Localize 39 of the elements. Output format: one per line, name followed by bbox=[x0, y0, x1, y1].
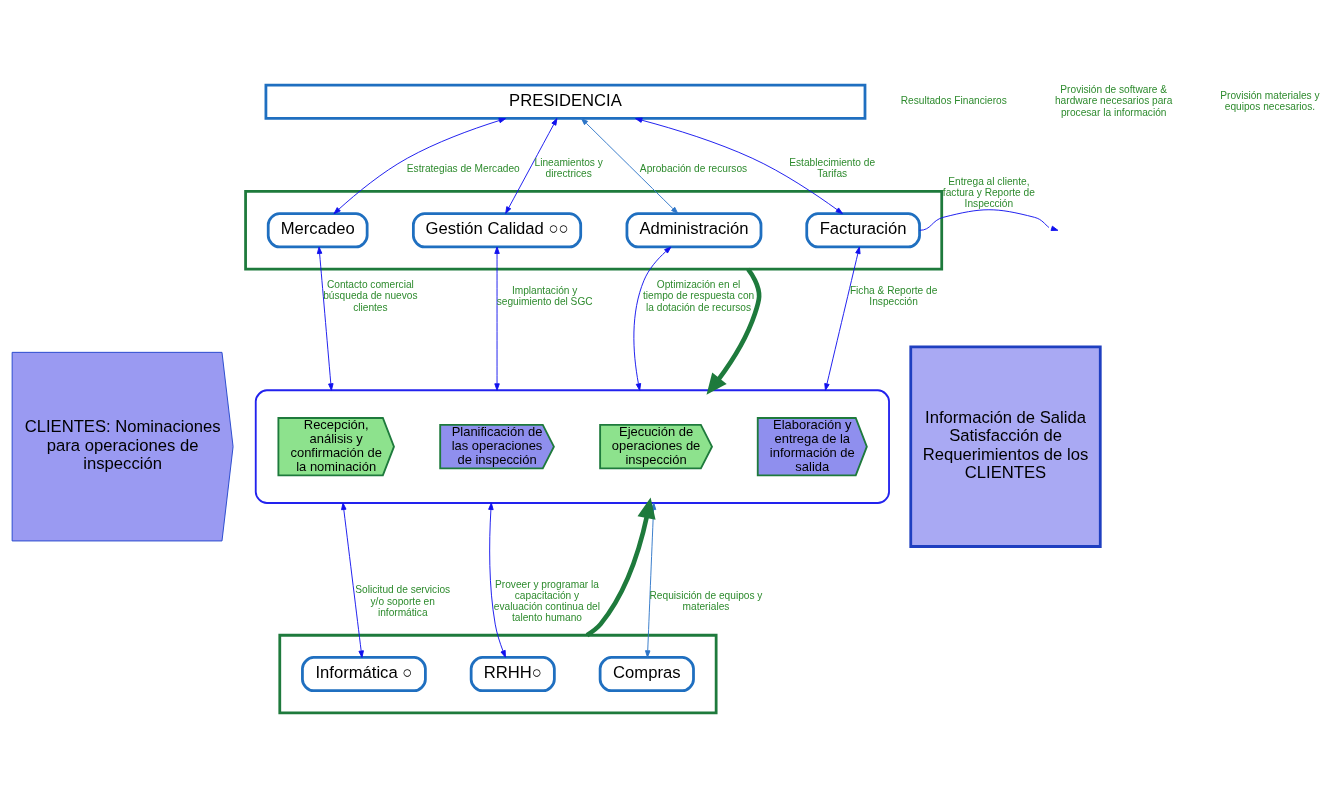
node-box: Gestión Calidad ○○ bbox=[412, 212, 583, 249]
edge-label: Entrega al cliente, factura y Reporte de Inspección bbox=[942, 175, 1035, 210]
arrow bbox=[341, 502, 364, 658]
node-box: RRHH○ bbox=[469, 656, 556, 693]
edge-label: Solicitud de servicios y/o soporte en informática bbox=[355, 584, 451, 618]
arrow bbox=[316, 246, 334, 391]
edge-label: Contacto comercial búsqueda de nuevos clientes bbox=[323, 279, 418, 313]
arrow bbox=[494, 246, 500, 391]
cluster bbox=[278, 633, 718, 715]
edge-label: Lineamientos y directrices bbox=[534, 157, 603, 180]
node-box: Información de Salida Satisfacción de Requerimientos de los CLIENTES bbox=[909, 345, 1102, 548]
node-box: Compras bbox=[598, 656, 695, 693]
label: Provisión de software & hardware necesarios para procesar la información bbox=[1054, 84, 1173, 118]
arrow bbox=[919, 209, 1059, 231]
edge-label: Requisición de equipos y materiales bbox=[649, 590, 763, 613]
node-box: PRESIDENCIA bbox=[264, 83, 867, 120]
arrow bbox=[488, 502, 506, 658]
edge-label: Proveer y programar la capacitación y evaluación continua del talento humano bbox=[493, 578, 601, 624]
node-box: Mercadeo bbox=[266, 212, 369, 249]
edge-label: Estrategias de Mercadeo bbox=[406, 162, 520, 174]
arrow bbox=[824, 246, 861, 391]
edge-label: Aprobación de recursos bbox=[639, 162, 748, 174]
arrow bbox=[635, 117, 843, 215]
arrow bbox=[333, 117, 507, 215]
arrow bbox=[581, 118, 679, 214]
arrow bbox=[633, 246, 672, 391]
edge-label: Ficha & Reporte de Inspección bbox=[849, 284, 938, 308]
node-box: Informática ○ bbox=[301, 656, 427, 693]
arrow bbox=[505, 118, 558, 214]
label: Provisión materiales y equipos necesarios. bbox=[1220, 89, 1320, 112]
node-box: Administración bbox=[625, 212, 763, 249]
cluster bbox=[254, 389, 890, 504]
node-box: Facturación bbox=[805, 212, 921, 249]
cluster bbox=[244, 190, 944, 271]
edge-label: Optimización en el tiempo de respuesta con la dotación de recursos bbox=[642, 279, 755, 313]
edge-label: Implantación y seguimiento del SGC bbox=[496, 284, 593, 308]
edge-label: Establecimiento de Tarifas bbox=[789, 157, 876, 180]
arrow bbox=[706, 267, 762, 395]
label: Resultados Financieros bbox=[900, 95, 1007, 107]
